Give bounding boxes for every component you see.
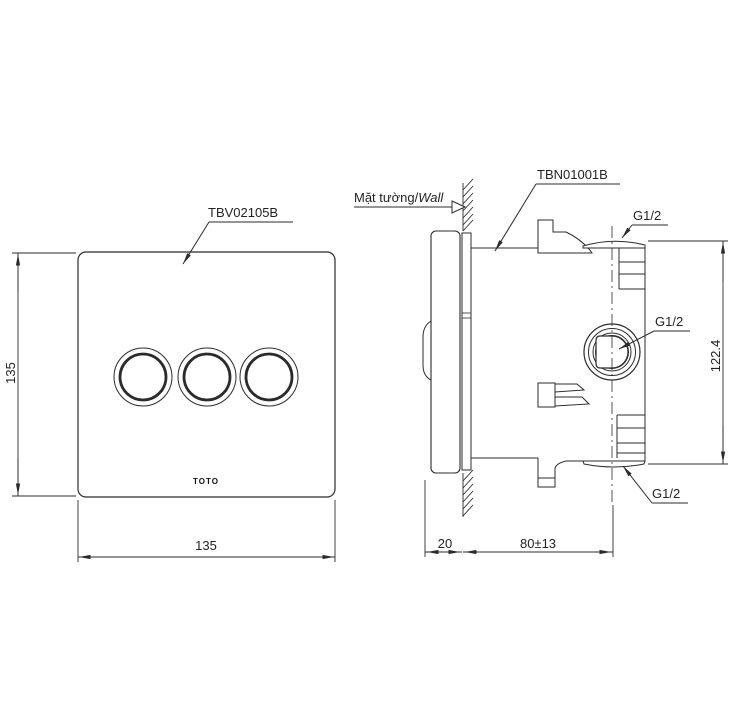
bottom-flange xyxy=(582,460,646,468)
wall-hatching xyxy=(462,178,474,517)
faceplate-side-profile xyxy=(422,230,472,474)
port-bottom-label: G1/2 xyxy=(652,486,681,501)
mounting-strip xyxy=(461,232,472,471)
front-width-dimension xyxy=(77,500,336,562)
button-circles xyxy=(113,347,299,407)
button-bump xyxy=(422,320,432,381)
bottom-thread xyxy=(616,414,645,458)
faceplate-part-label: TBV02105B xyxy=(208,205,279,220)
faceplate-leader xyxy=(182,221,293,265)
brand-logo: TOTO xyxy=(193,477,219,486)
plate-to-wall-dim-text: 20 xyxy=(437,536,453,551)
wall-label-leader xyxy=(354,200,467,214)
front-width-dim-text: 135 xyxy=(195,538,217,553)
valve-body xyxy=(471,219,646,505)
port-top-label: G1/2 xyxy=(633,208,662,223)
port-middle-label: G1/2 xyxy=(655,314,684,329)
top-flange xyxy=(582,240,646,249)
valve-part-label: TBN01001B xyxy=(537,167,608,182)
body-height-dimension xyxy=(648,240,728,465)
port-middle-leader xyxy=(618,330,690,350)
bottom-bracket xyxy=(537,458,583,488)
port-bottom-leader xyxy=(622,465,688,504)
front-height-dim-text: 135 xyxy=(3,362,18,384)
wall-arrow xyxy=(451,200,467,214)
body-height-dim-text: 122.4 xyxy=(708,339,723,373)
wall-label: Mặt tường/Wall xyxy=(354,191,443,205)
front-height-dimension xyxy=(12,252,76,497)
port-top-leader xyxy=(621,224,668,239)
wall-label-vn: Mặt tường/ xyxy=(354,190,419,205)
side-view xyxy=(354,178,728,557)
valve-leader xyxy=(494,183,620,252)
depth-dimensions xyxy=(424,480,614,557)
faceplate-outline xyxy=(77,251,336,498)
top-bracket xyxy=(537,219,593,254)
middle-bracket xyxy=(537,382,591,408)
wall-label-en: Wall xyxy=(418,190,444,205)
top-thread xyxy=(618,248,645,290)
wall-to-port-dim-text: 80±13 xyxy=(519,536,557,551)
front-view xyxy=(12,221,336,562)
